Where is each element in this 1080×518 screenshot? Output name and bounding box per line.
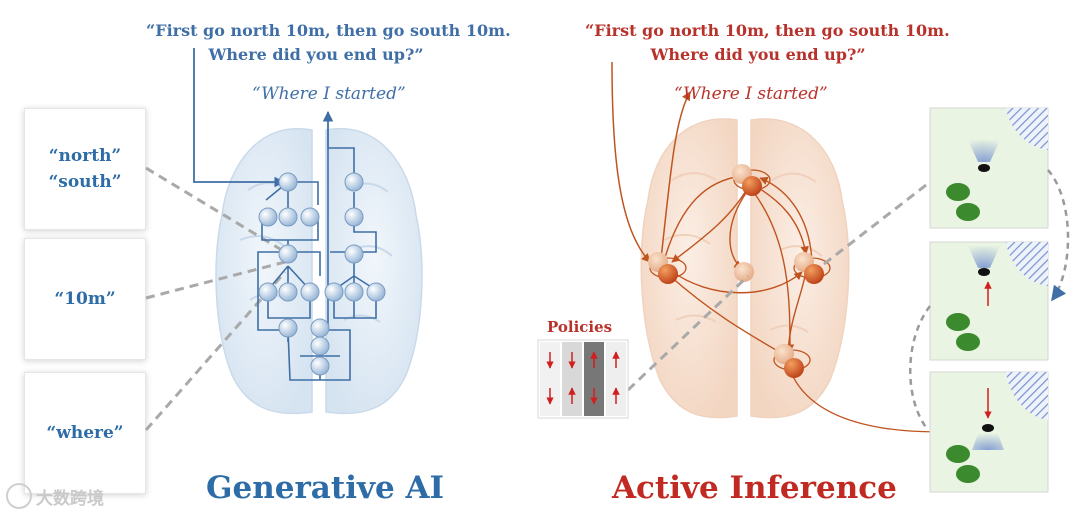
word-box-north-south: “north” “south” bbox=[24, 108, 146, 230]
generative-title: Generative AI bbox=[206, 470, 445, 506]
connector-line bbox=[626, 274, 750, 392]
neuron-node-icon bbox=[344, 244, 364, 264]
active-question-line2: Where did you end up?” bbox=[650, 45, 866, 64]
connector-line bbox=[145, 260, 286, 300]
neuron-node-icon bbox=[784, 358, 804, 378]
neuron-node-icon bbox=[278, 318, 298, 338]
connector-line bbox=[144, 271, 287, 431]
generative-question-line1: “First go north 10m, then go south 10m. bbox=[146, 21, 511, 40]
agent-marker-icon bbox=[978, 164, 990, 172]
neuron-node-icon bbox=[278, 172, 298, 192]
neuron-node-icon bbox=[804, 264, 824, 284]
bush-icon bbox=[956, 203, 980, 221]
watermark-text: 大数跨境 bbox=[36, 488, 104, 509]
active-answer: “Where I started” bbox=[674, 84, 828, 104]
active-question-line1: “First go north 10m, then go south 10m. bbox=[585, 21, 950, 40]
active-title: Active Inference bbox=[612, 470, 897, 506]
neuron-node-icon bbox=[344, 207, 364, 227]
neuron-node-icon bbox=[310, 336, 330, 356]
neuron-node-icon bbox=[344, 172, 364, 192]
generative-nodes bbox=[258, 172, 386, 376]
environment-panel-2 bbox=[929, 241, 1049, 361]
neuron-node-icon bbox=[658, 264, 678, 284]
word-10m: “10m” bbox=[54, 289, 116, 309]
neuron-node-icon bbox=[344, 282, 364, 302]
generative-question-line2: Where did you end up?” bbox=[208, 45, 424, 64]
neuron-node-icon bbox=[278, 207, 298, 227]
neuron-node-icon bbox=[300, 207, 320, 227]
agent-marker-icon bbox=[982, 424, 994, 432]
active-question: “First go north 10m, then go south 10m. … bbox=[585, 19, 950, 67]
neuron-node-icon bbox=[258, 282, 278, 302]
word-where: “where” bbox=[46, 423, 124, 443]
environment-panel-3 bbox=[929, 371, 1049, 493]
bush-icon bbox=[946, 183, 970, 201]
bush-icon bbox=[956, 465, 980, 483]
environment-panel-1 bbox=[929, 107, 1049, 229]
word-box-10m: “10m” bbox=[24, 238, 146, 360]
watermark: 大数跨境 bbox=[6, 483, 104, 509]
neuron-node-icon bbox=[324, 282, 344, 302]
bush-icon bbox=[946, 313, 970, 331]
word-north: “north” bbox=[48, 146, 122, 166]
neuron-node-icon bbox=[310, 318, 330, 338]
neuron-node-icon bbox=[278, 244, 298, 264]
bush-icon bbox=[946, 445, 970, 463]
generative-answer: “Where I started” bbox=[252, 84, 406, 104]
environment-panels bbox=[909, 107, 1070, 493]
neuron-node-icon bbox=[742, 176, 762, 196]
neuron-node-icon bbox=[300, 282, 320, 302]
word-south: “south” bbox=[48, 172, 122, 192]
neuron-node-icon bbox=[734, 262, 754, 282]
policies-grid bbox=[537, 339, 629, 419]
watermark-logo-icon bbox=[6, 483, 32, 509]
connector-line bbox=[823, 180, 931, 266]
bush-icon bbox=[956, 333, 980, 351]
neuron-node-icon bbox=[258, 207, 278, 227]
active-nodes bbox=[648, 164, 824, 378]
policies-label: Policies bbox=[547, 318, 613, 336]
neuron-node-icon bbox=[310, 356, 330, 376]
neuron-node-icon bbox=[366, 282, 386, 302]
neuron-node-icon bbox=[774, 344, 794, 364]
word-box-where: “where” bbox=[24, 372, 146, 494]
agent-marker-icon bbox=[978, 268, 990, 276]
neuron-node-icon bbox=[278, 282, 298, 302]
generative-question: “First go north 10m, then go south 10m. … bbox=[146, 19, 511, 67]
